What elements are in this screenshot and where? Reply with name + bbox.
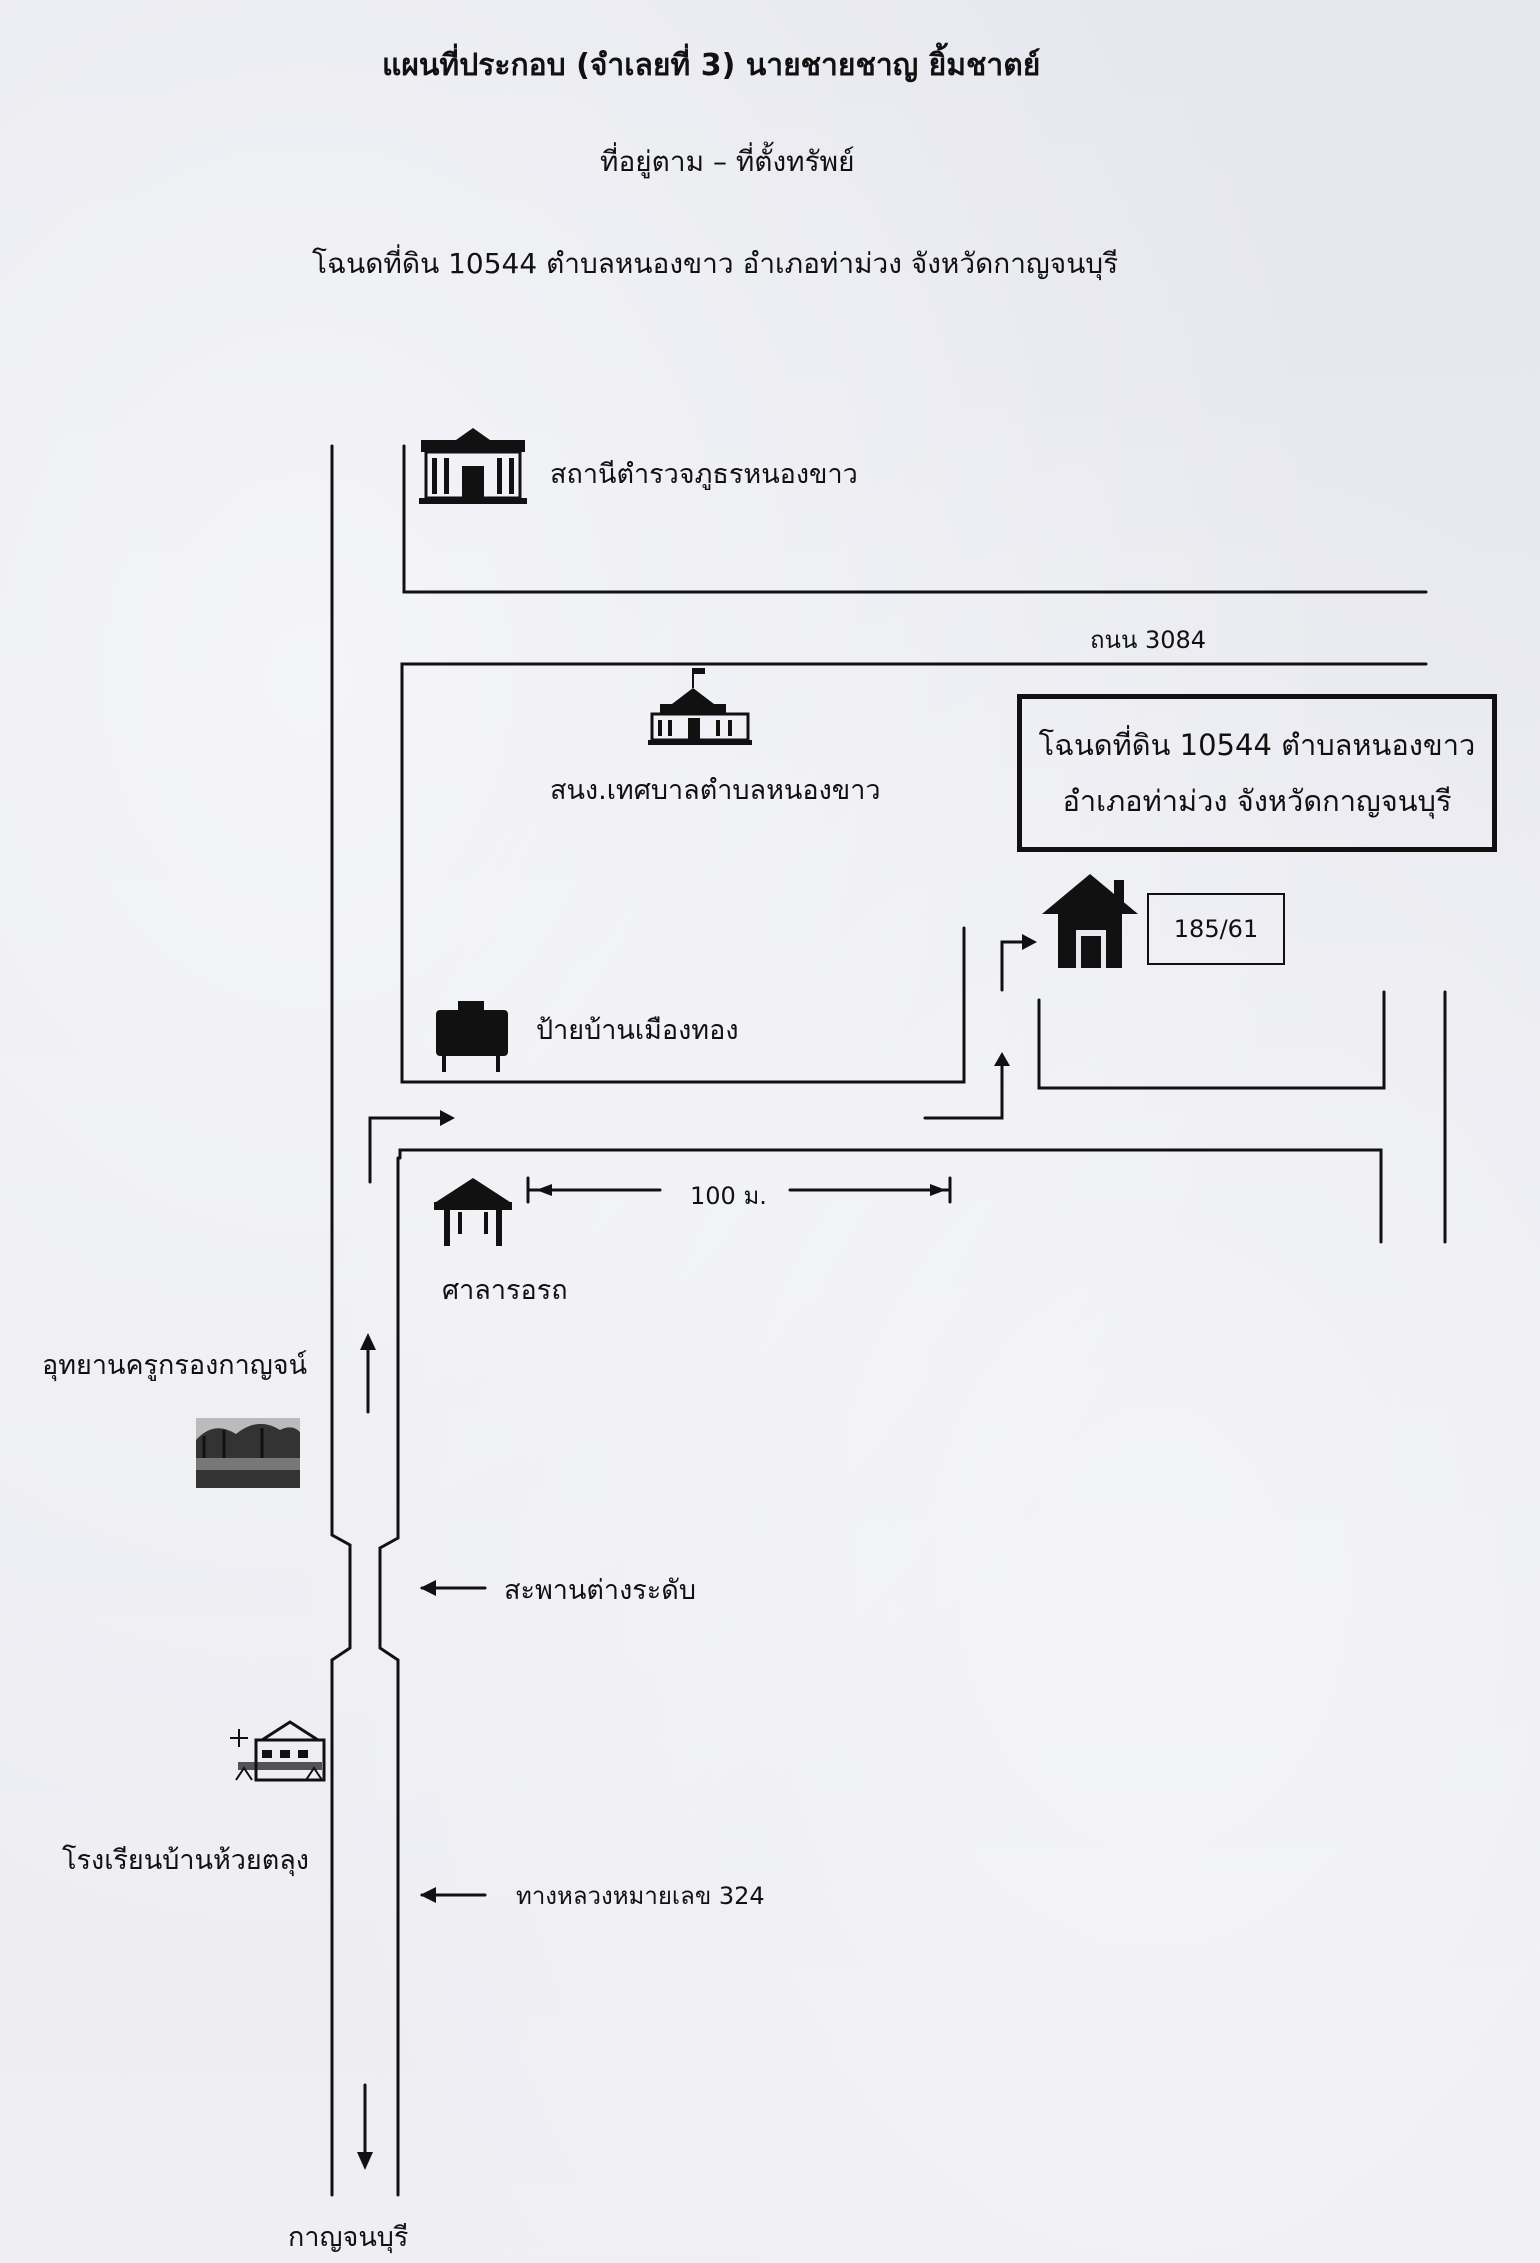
shelter-road-outline [398,1148,1383,1244]
distance-label: 100 ม. [690,1182,767,1210]
map-title: แผนที่ประกอบ (จำเลยที่ 3) นายชายชาญ ยิ้ม… [382,48,1041,83]
park-label: อุทยานครูกรองกาญจน์ [42,1350,308,1381]
route-arrow-head-3 [1022,934,1037,950]
target-deed-line-1: โฉนดที่ดิน 10544 ตำบลหนองขาว [1038,728,1476,762]
police-station-label: สถานีตำรวจภูธรหนองขาว [550,459,858,490]
municipality-office-icon [648,668,752,745]
route-arrow-path-1 [368,1116,450,1184]
southbound-arrow-head [357,2152,373,2170]
target-lot-outline [1037,990,1386,1090]
municipality-office-label: สนง.เทศบาลตำบลหนองขาว [550,775,881,806]
school-icon [230,1720,326,1782]
flyover-label: สะพานต่างระดับ [504,1575,696,1606]
bus-shelter-icon [434,1178,512,1246]
highway-pointer-head [420,1887,436,1903]
flyover-left-bracket [330,1533,352,1662]
route-arrow-head-2 [994,1052,1010,1066]
house-icon [1042,874,1138,968]
target-deed-box: โฉนดที่ดิน 10544 ตำบลหนองขาว อำเภอท่าม่ว… [1017,694,1497,852]
route-arrow-head-1 [440,1110,455,1126]
house-number-box: 185/61 [1147,893,1285,965]
northbound-arrow-head [360,1333,376,1350]
school-label: โรงเรียนบ้านห้วยตลุง [62,1845,309,1876]
flyover-right-bracket [378,1536,400,1662]
bus-shelter-label: ศาลารอรถ [442,1275,568,1306]
house-number: 185/61 [1173,915,1259,943]
village-sign-icon [436,1001,508,1072]
road-3084-label: ถนน 3084 [1090,626,1207,654]
kanchanaburi-label: กาญจนบุรี [288,2222,409,2253]
address-subtitle: ที่อยู่ตาม – ที่ตั้งทรัพย์ [600,145,855,178]
village-sign-label: ป้ายบ้านเมืองทอง [536,1015,739,1046]
road-3084-upper-edge [402,444,1428,594]
target-deed-line-2: อำเภอท่าม่วง จังหวัดกาญจนบุรี [1062,784,1452,818]
flyover-pointer-head [420,1580,436,1596]
police-station-icon [419,428,527,504]
deed-heading: โฉนดที่ดิน 10544 ตำบลหนองขาว อำเภอท่าม่ว… [312,247,1119,280]
highway-324-label: ทางหลวงหมายเลข 324 [516,1882,765,1910]
park-photo-icon [196,1418,300,1488]
route-arrow-path-2 [923,1058,1004,1120]
distance-arrow-right [930,1184,946,1196]
municipality-block-outline [400,662,1428,1084]
distance-arrow-left [536,1184,552,1196]
